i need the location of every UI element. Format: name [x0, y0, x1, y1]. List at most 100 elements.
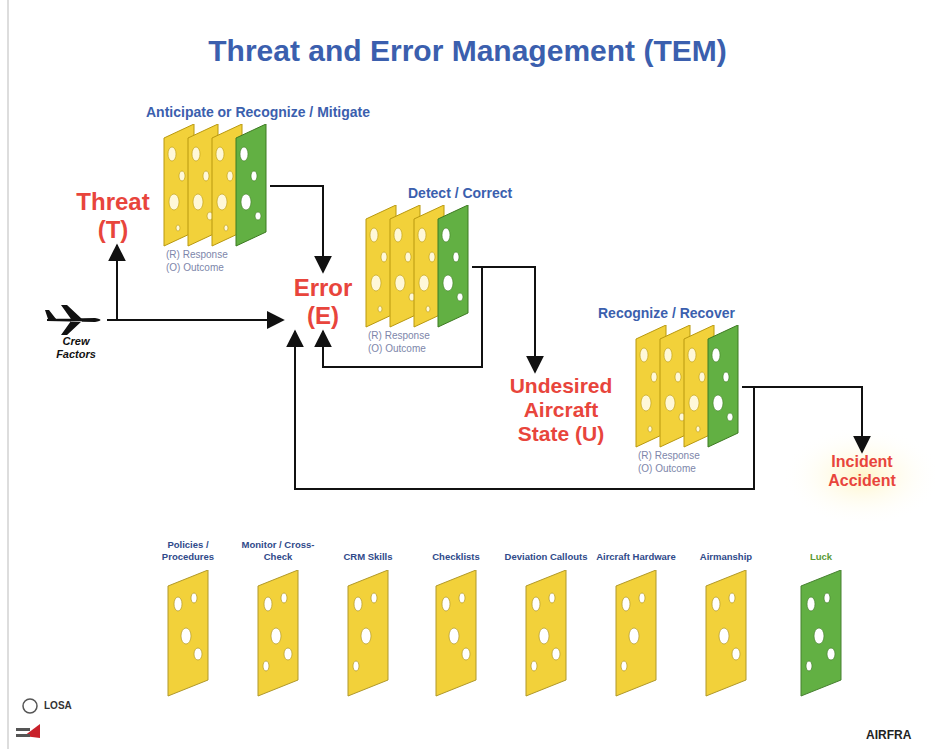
- defence-stack: Detect / Correct(R) Response (O) Outcome: [362, 205, 472, 355]
- response-outcome-note: (R) Response (O) Outcome: [166, 249, 240, 274]
- node-label: Crew Factors: [45, 335, 107, 360]
- cheese-slice-swatch: [168, 570, 208, 696]
- swiss-cheese-slices: [362, 205, 472, 330]
- cheese-hole: [629, 628, 639, 644]
- cheese-hole: [549, 593, 555, 603]
- legend-label: CRM Skills: [326, 538, 410, 562]
- legend-swatch-frame: [504, 570, 588, 700]
- cheese-hole: [174, 597, 182, 611]
- response-outcome-note: (R) Response (O) Outcome: [638, 450, 712, 475]
- legend-swatch-frame: [779, 570, 863, 700]
- cheese-hole: [419, 275, 429, 291]
- cheese-hole: [194, 648, 202, 660]
- cheese-hole: [665, 395, 675, 411]
- brand-text: AIRFRA: [866, 728, 911, 742]
- cheese-slice-swatch: [616, 570, 656, 696]
- cheese-hole: [639, 593, 645, 603]
- state-node: Threat (T): [66, 186, 160, 245]
- airplane-icon: [45, 305, 107, 335]
- cheese-slice-swatch: [436, 570, 476, 696]
- cheese-hole: [192, 147, 200, 161]
- legend-item: Checklists: [414, 538, 498, 700]
- cheese-hole: [354, 597, 362, 611]
- cheese-hole: [727, 413, 733, 421]
- cheese-hole: [459, 593, 465, 603]
- cheese-hole: [719, 628, 729, 644]
- cheese-hole: [378, 306, 382, 312]
- cheese-hole: [251, 171, 257, 181]
- legend-swatch-frame: [684, 570, 768, 700]
- cheese-hole: [264, 597, 272, 611]
- cheese-hole: [699, 372, 705, 382]
- legend-item: Policies / Procedures: [146, 538, 230, 700]
- defence-stack: Recognize / Recover(R) Response (O) Outc…: [632, 325, 742, 475]
- cheese-hole: [394, 228, 402, 242]
- cheese-hole: [552, 648, 560, 660]
- airplane-shape: [45, 305, 101, 335]
- cheese-hole: [191, 593, 197, 603]
- cheese-hole: [712, 348, 720, 362]
- state-node: Error (E): [283, 272, 363, 331]
- cheese-hole: [688, 348, 696, 362]
- cheese-hole: [426, 306, 430, 312]
- cheese-hole: [732, 648, 740, 660]
- legend-swatch-frame: [594, 570, 678, 700]
- cheese-hole: [371, 275, 381, 291]
- cheese-hole: [361, 628, 371, 644]
- legend-item: Deviation Callouts: [504, 538, 588, 700]
- cheese-hole: [381, 252, 387, 262]
- cheese-hole: [284, 648, 292, 660]
- legend-item: Airmanship: [684, 538, 768, 700]
- cheese-hole: [405, 252, 411, 262]
- cheese-hole: [227, 171, 233, 181]
- cheese-hole: [203, 171, 209, 181]
- cheese-hole: [806, 661, 812, 671]
- node-label: Threat (T): [66, 188, 160, 243]
- cheese-slice: [438, 205, 468, 327]
- cheese-hole: [814, 628, 824, 644]
- cheese-hole: [240, 147, 248, 161]
- cheese-slice: [708, 325, 738, 447]
- cheese-hole: [675, 372, 681, 382]
- stack-heading: Detect / Correct: [408, 185, 512, 201]
- legend-item: Monitor / Cross-Check: [236, 538, 320, 700]
- legend-label: Airmanship: [684, 538, 768, 562]
- cheese-hole: [371, 593, 377, 603]
- diagram-title: Threat and Error Management (TEM): [0, 34, 935, 68]
- outcome-node: Incident Accident: [817, 452, 907, 490]
- cheese-hole: [281, 593, 287, 603]
- legend-label: Aircraft Hardware: [594, 538, 678, 562]
- legend-label: Monitor / Cross-Check: [236, 538, 320, 562]
- cheese-hole: [457, 293, 463, 301]
- cheese-hole: [168, 147, 176, 161]
- cheese-hole: [621, 661, 627, 671]
- flow-arrow: [742, 387, 862, 452]
- cheese-hole: [255, 212, 261, 220]
- cheese-hole: [193, 194, 203, 210]
- legend-item: Luck: [779, 538, 863, 700]
- legend-label: Deviation Callouts: [504, 538, 588, 562]
- node-label: Error (E): [283, 274, 363, 329]
- cheese-hole: [449, 628, 459, 644]
- cheese-hole: [712, 597, 720, 611]
- legend-swatch-frame: [326, 570, 410, 700]
- cheese-slice-swatch: [526, 570, 566, 696]
- cheese-hole: [531, 661, 537, 671]
- cheese-slice-swatch: [348, 570, 388, 696]
- stack-heading: Anticipate or Recognize / Mitigate: [146, 104, 370, 120]
- cheese-slice: [236, 124, 266, 246]
- crew-factors-node: Crew Factors: [45, 305, 107, 360]
- cheese-hole: [263, 661, 269, 671]
- cheese-slice-swatch: [801, 570, 841, 696]
- swiss-cheese-slices: [632, 325, 742, 450]
- cheese-hole: [824, 593, 830, 603]
- cheese-hole: [418, 228, 426, 242]
- legend-swatch-frame: [414, 570, 498, 700]
- cheese-hole: [169, 194, 179, 210]
- incident-glow: [782, 426, 935, 526]
- cheese-hole: [429, 252, 435, 262]
- response-outcome-note: (R) Response (O) Outcome: [368, 330, 442, 355]
- cheese-hole: [539, 628, 549, 644]
- cheese-hole: [353, 661, 359, 671]
- legend-label: Policies / Procedures: [146, 538, 230, 562]
